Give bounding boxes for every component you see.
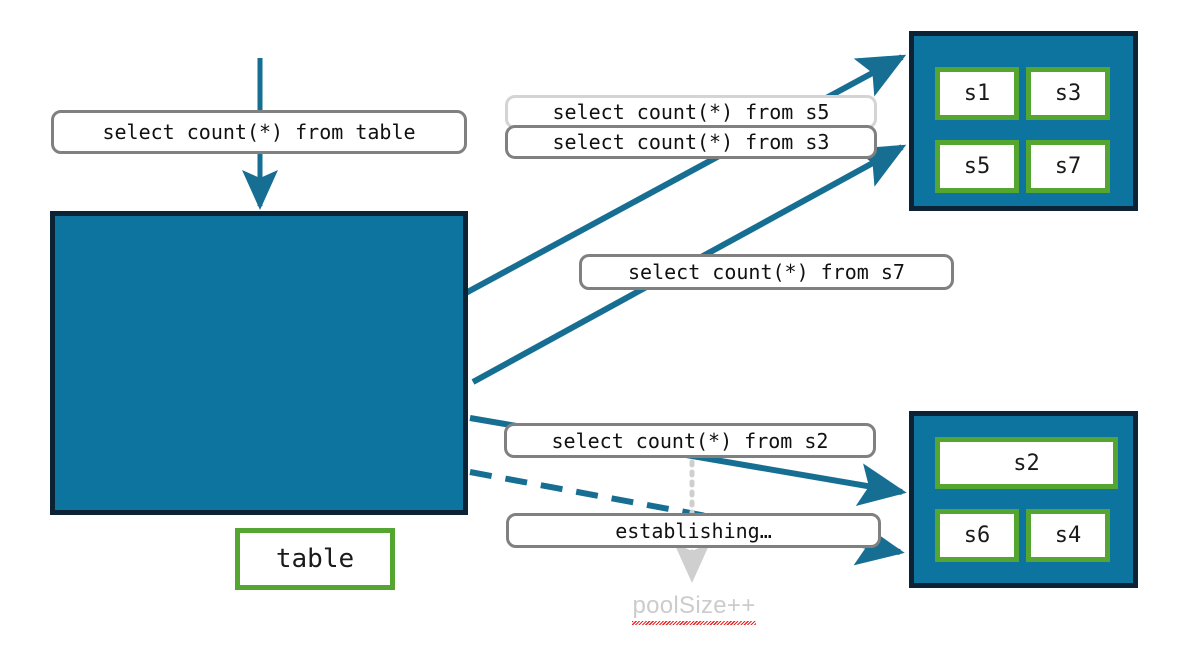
shard-node-s5[interactable]: s5: [935, 140, 1019, 193]
shard-node-s3[interactable]: s3: [1026, 67, 1110, 120]
poolsize-annotation-text: poolSize++: [632, 592, 756, 625]
node-table-label: table: [275, 544, 355, 574]
query-label-s3-text: select count(*) from s3: [552, 130, 830, 154]
shard-node-s6[interactable]: s6: [935, 509, 1019, 562]
shard-node-s4[interactable]: s4: [1026, 509, 1110, 562]
query-label-s2-text: select count(*) from s2: [551, 428, 829, 453]
query-label-s7-text: select count(*) from s7: [628, 260, 905, 284]
shard-node-s4-label: s4: [1054, 523, 1082, 548]
query-label-table[interactable]: select count(*) from table: [51, 110, 467, 154]
shard-node-s1-label: s1: [963, 81, 991, 106]
poolsize-annotation: poolSize++: [594, 592, 794, 625]
status-label-establishing-text: establishing…: [615, 518, 772, 543]
shard-node-s7[interactable]: s7: [1026, 140, 1110, 193]
query-label-s2[interactable]: select count(*) from s2: [504, 423, 876, 458]
shard-node-s3-label: s3: [1054, 81, 1082, 106]
query-label-s5[interactable]: select count(*) from s5: [505, 95, 877, 129]
shard-node-s6-label: s6: [963, 523, 991, 548]
shard-node-s7-label: s7: [1054, 154, 1082, 179]
shard-node-s2[interactable]: s2: [935, 437, 1118, 489]
query-label-s5-text: select count(*) from s5: [552, 100, 830, 124]
main-database-container: table: [50, 211, 468, 590]
shard-node-s5-label: s5: [963, 154, 991, 179]
status-label-establishing[interactable]: establishing…: [506, 513, 881, 548]
query-label-table-text: select count(*) from table: [102, 120, 416, 144]
query-label-s7[interactable]: select count(*) from s7: [579, 254, 954, 290]
node-table[interactable]: table: [235, 528, 395, 590]
shard-node-s1[interactable]: s1: [935, 67, 1019, 120]
query-label-s3[interactable]: select count(*) from s3: [505, 125, 877, 159]
shard-node-s2-label: s2: [1013, 450, 1040, 476]
